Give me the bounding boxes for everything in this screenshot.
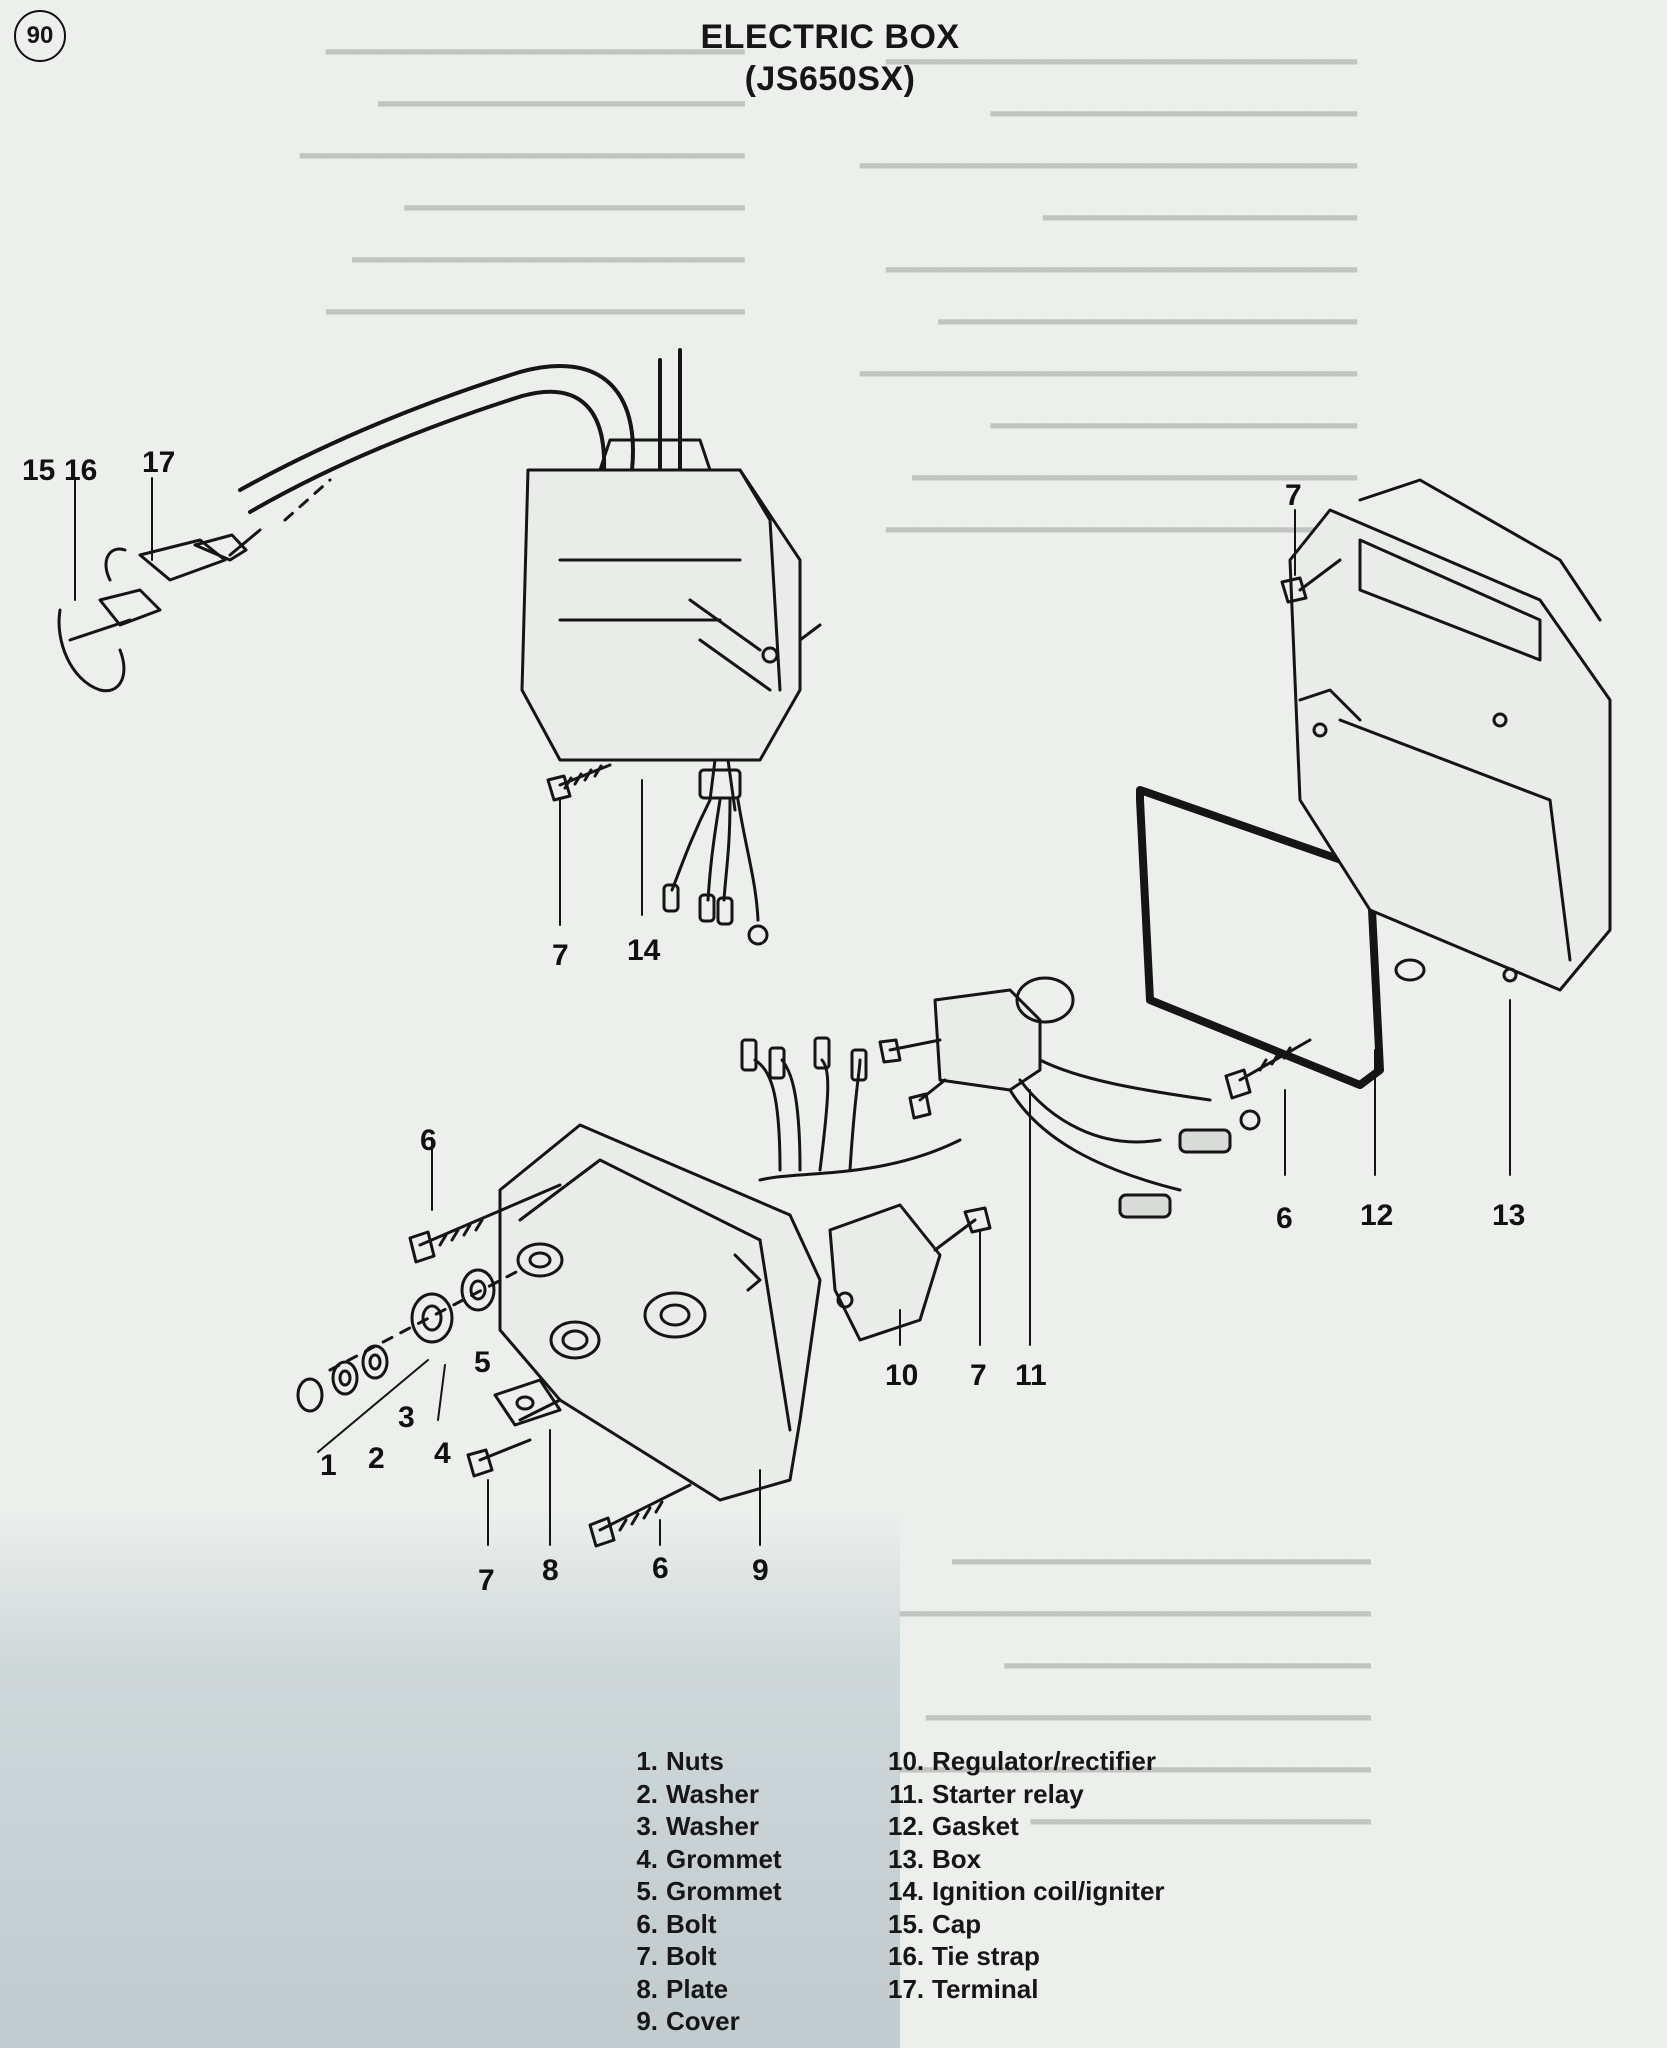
figure-title-line1: ELECTRIC BOX [700, 18, 960, 56]
legend-item: 15.Cap [888, 1908, 982, 1939]
figure-number-badge: 90 [14, 10, 66, 62]
legend-left-column: 1.Nuts 2.Washer 3.Washer 4.Grommet 5.Gro… [622, 1745, 782, 2038]
box [1288, 478, 1612, 992]
cover [498, 1123, 822, 1502]
figure-number: 90 [26, 22, 54, 49]
bolt-6-right [1224, 1038, 1312, 1100]
legend-item: 7.Bolt [636, 1941, 717, 1971]
callout-8: 8 [542, 1554, 559, 1587]
legend-right-column: 10.Regulator/rectifier 11.Starter relay … [888, 1745, 1165, 2005]
legend-item: 1.Nuts [636, 1746, 724, 1776]
legend-item: 13.Box [888, 1843, 982, 1874]
legend-item: 6.Bolt [636, 1908, 717, 1939]
callout-2: 2 [368, 1442, 385, 1475]
bolt-6-upper [408, 1183, 562, 1264]
ignition-coil-igniter [238, 348, 822, 946]
legend-item: 9.Cover [636, 2006, 740, 2036]
callout-15: 15 [22, 454, 55, 487]
legend-item: 4.Grommet [636, 1843, 782, 1874]
starter-relay [878, 976, 1261, 1219]
bolt-7-regulator [933, 1206, 992, 1252]
bolt-7-coil [546, 763, 612, 802]
legend-item: 8.Plate [636, 1973, 729, 2004]
callout-6-lower: 6 [652, 1552, 669, 1585]
callout-3: 3 [398, 1401, 415, 1434]
legend-item: 3.Washer [636, 1811, 759, 1841]
callout-4: 4 [434, 1437, 451, 1470]
legend-item: 2.Washer [636, 1778, 759, 1809]
callout-14: 14 [627, 934, 661, 967]
bolt-6-lower [588, 1483, 692, 1548]
plate [466, 1378, 562, 1478]
callout-6-right: 6 [1276, 1202, 1293, 1235]
legend-item: 14.Ignition coil/igniter [888, 1876, 1165, 1906]
bolt-7-top [1280, 558, 1342, 604]
callout-16: 16 [64, 454, 97, 487]
callout-1: 1 [320, 1449, 337, 1482]
callout-13: 13 [1492, 1199, 1525, 1232]
spark-plug-cap-assembly [57, 478, 332, 693]
callout-7-plate: 7 [478, 1564, 495, 1597]
background-photo-shading [0, 1510, 900, 2048]
leader-lines [74, 477, 1511, 1546]
figure-title-line2: (JS650SX) [744, 60, 916, 98]
callout-17: 17 [142, 446, 175, 479]
legend-item: 11.Starter relay [889, 1778, 1084, 1809]
figure-title: ELECTRIC BOX (JS650SX) [620, 16, 1040, 100]
callout-10: 10 [885, 1359, 918, 1392]
legend-item: 10.Regulator/rectifier [888, 1746, 1156, 1776]
legend-item: 16.Tie strap [888, 1941, 1040, 1971]
callout-5: 5 [474, 1346, 491, 1379]
callout-11: 11 [1015, 1359, 1047, 1392]
legend-item: 17.Terminal [888, 1973, 1039, 2004]
callout-12: 12 [1360, 1199, 1393, 1232]
callout-6-upper: 6 [420, 1124, 437, 1157]
callout-7-coil: 7 [552, 939, 569, 972]
callout-7-regulator: 7 [970, 1359, 987, 1392]
legend-item: 5.Grommet [636, 1876, 782, 1906]
hardware-stack [296, 1268, 522, 1413]
legend-item: 12.Gasket [888, 1811, 1019, 1841]
callout-9: 9 [752, 1554, 769, 1587]
callout-7-top: 7 [1285, 479, 1302, 512]
regulator-rectifier [740, 1036, 962, 1342]
